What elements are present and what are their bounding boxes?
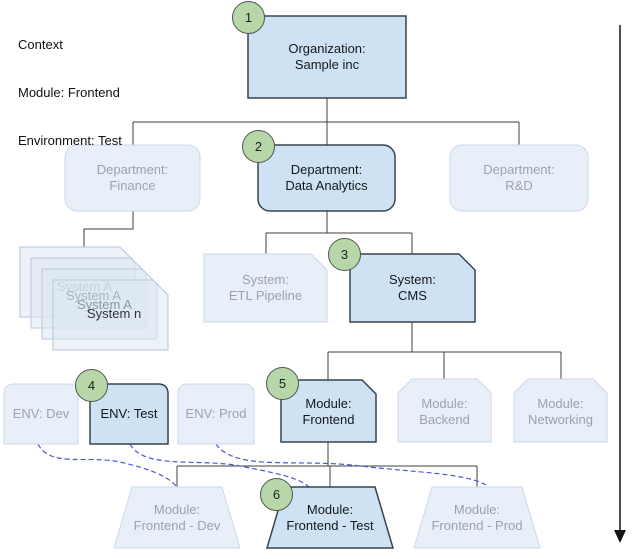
module-frontend-prod-label: Module: Frontend - Prod <box>431 501 523 533</box>
org-node-shape <box>247 15 407 99</box>
dept-data-analytics-shape <box>257 144 396 212</box>
flow-env-dev-to-frontend-dev <box>37 443 178 488</box>
module-frontend-dev-label: Module: Frontend - Dev <box>133 501 221 533</box>
connector-dataanalytics-to-systems <box>265 211 413 254</box>
system-cms-label: System: CMS <box>389 272 436 303</box>
dept-rd-label: Department: R&D <box>483 162 555 193</box>
context-module: Module: Frontend <box>18 85 120 100</box>
step-badge-1: 1 <box>232 1 265 34</box>
env-prod-shape <box>177 383 255 445</box>
system-etl-label: System: ETL Pipeline <box>228 272 303 303</box>
connector-frontend-to-instances <box>176 442 478 487</box>
module-frontend-test-shape <box>265 486 395 549</box>
module-frontend-dev-shape <box>113 486 241 549</box>
flow-env-prod-to-frontend-prod <box>215 443 490 488</box>
env-test-label: ENV: Test <box>100 406 158 421</box>
dept-rd-shape <box>449 144 589 212</box>
direction-arrow-head <box>614 530 626 543</box>
system-stack-label-3: System A <box>77 297 132 312</box>
dept-data-analytics-label: Department: Data Analytics <box>285 162 368 193</box>
context-block: Context Module: Frontend Environment: Te… <box>18 5 122 181</box>
module-networking-label: Module: Networking <box>527 395 594 427</box>
dept-finance-label: Department: Finance <box>96 162 169 193</box>
connector-cms-to-modules <box>327 322 562 380</box>
system-stack-label-1: System A <box>57 279 112 294</box>
step-badge-6: 6 <box>260 478 293 511</box>
context-title: Context <box>18 37 63 52</box>
step-badge-3: 3 <box>328 238 361 271</box>
org-node-label: Organization: Sample inc <box>288 41 366 72</box>
system-stack-card-4 <box>52 279 169 351</box>
module-frontend-test-label: Module: Frontend - Test <box>286 501 374 533</box>
module-frontend-label: Module: Frontend <box>302 396 355 427</box>
step-badge-4: 4 <box>75 369 108 402</box>
dept-finance-shape <box>64 144 201 212</box>
system-cms-shape <box>349 253 476 323</box>
connector-finance-to-systems <box>83 211 134 247</box>
flow-env-test-to-frontend-test <box>129 443 310 488</box>
module-backend-label: Module: Backend <box>419 395 470 427</box>
system-etl-shape <box>203 253 328 323</box>
system-stack-label-4: System n <box>87 306 142 321</box>
module-frontend-prod-shape <box>413 486 541 549</box>
connector-org-to-departments <box>132 98 520 145</box>
module-backend-shape <box>397 378 492 443</box>
step-badge-5: 5 <box>266 367 299 400</box>
system-stack-label-2: System A <box>66 288 121 303</box>
module-networking-shape <box>513 378 608 443</box>
context-environment: Environment: Test <box>18 133 122 148</box>
env-prod-label: ENV: Prod <box>185 406 247 421</box>
step-badge-2: 2 <box>242 130 275 163</box>
env-dev-label: ENV: Dev <box>12 406 70 421</box>
